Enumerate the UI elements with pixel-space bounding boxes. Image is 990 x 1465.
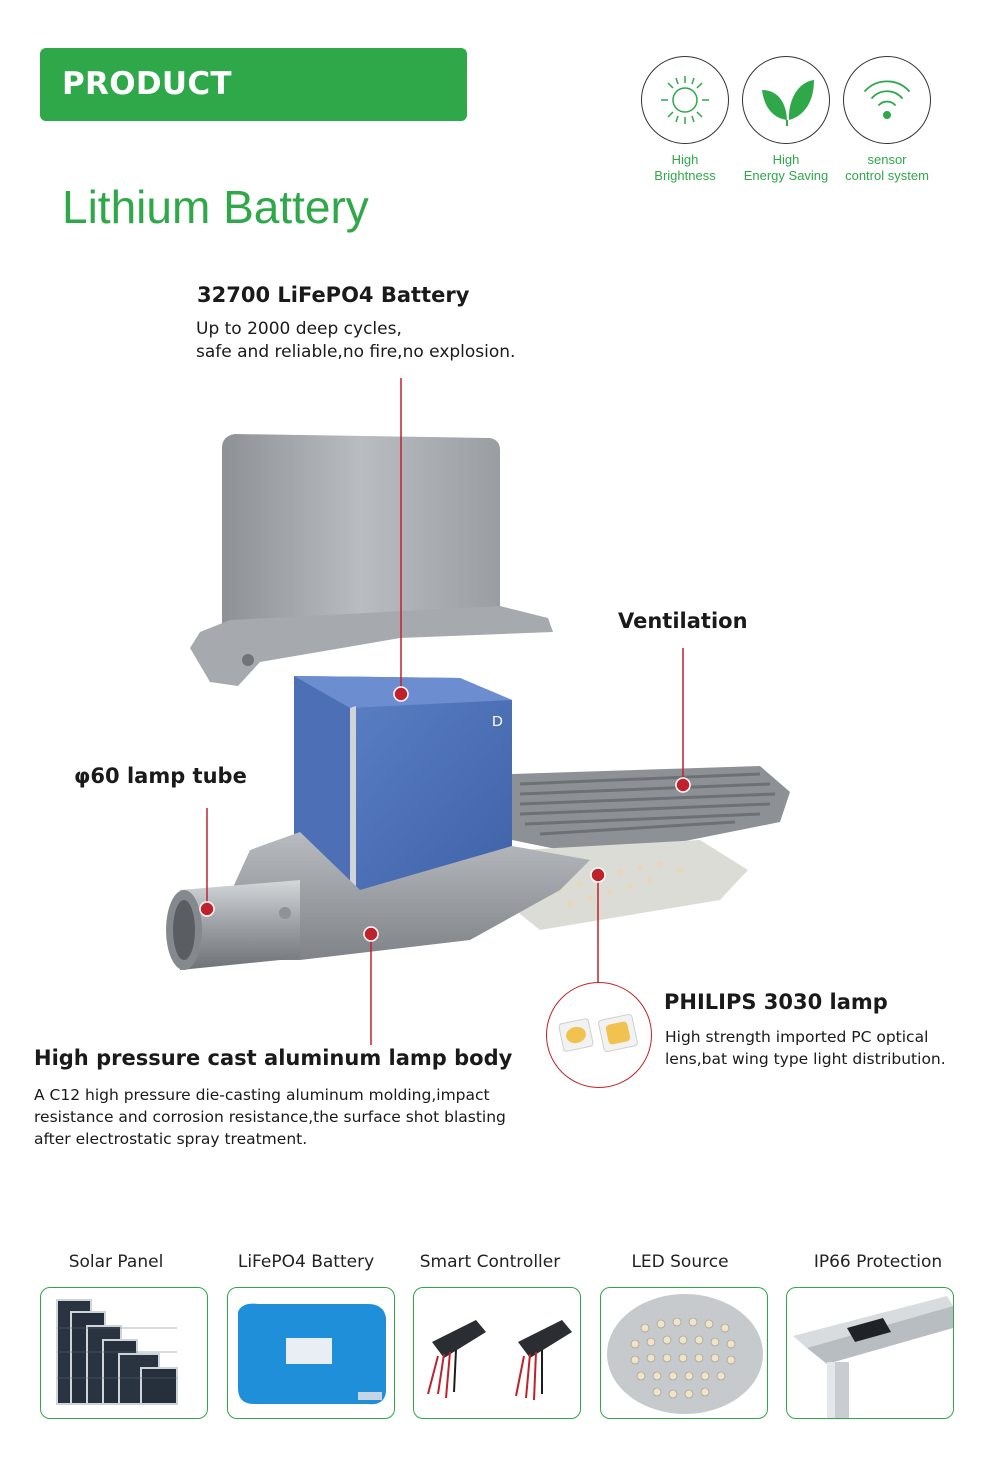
battery-desc-line: Up to 2000 deep cycles, (196, 319, 402, 339)
battery-description: Up to 2000 deep cycles, safe and reliabl… (196, 318, 515, 364)
feature-label: High (671, 152, 699, 167)
battery-pack-icon (238, 1303, 386, 1405)
leaf-icon (742, 56, 830, 144)
feature-label: High (772, 152, 800, 167)
battery-cover (190, 434, 553, 686)
feature-label: Brightness (654, 168, 716, 183)
lamp-desc-line: lens,bat wing type light distribution. (665, 1050, 946, 1068)
battery-desc-line: safe and reliable,no fire,no explosion. (196, 342, 516, 362)
controller-icon (427, 1320, 572, 1401)
street-light-exploded-illustration: D (166, 378, 790, 1045)
product-card-solar-panel (40, 1287, 208, 1419)
product-label-led-source: LED Source (631, 1252, 729, 1272)
lamp-body-description: A C12 high pressure die-casting aluminum… (34, 1084, 506, 1150)
feature-label: sensor (867, 152, 907, 167)
lamp-tube-title: φ60 lamp tube (74, 764, 247, 788)
street-light-icon (793, 1296, 953, 1418)
product-card-ip66 (786, 1287, 954, 1419)
sun-icon (641, 56, 729, 144)
product-label-solar-panel: Solar Panel (68, 1252, 164, 1272)
body-desc-line: resistance and corrosion resistance,the … (34, 1108, 506, 1126)
feature-label: Energy Saving (743, 168, 829, 183)
philips-lamp-title: PHILIPS 3030 lamp (664, 990, 888, 1014)
product-card-battery (227, 1287, 395, 1419)
battery-title: 32700 LiFePO4 Battery (197, 283, 470, 307)
led-chip-icon (546, 982, 652, 1088)
philips-lamp-description: High strength imported PC optical lens,b… (665, 1026, 946, 1070)
product-label-ip66: IP66 Protection (813, 1252, 943, 1272)
product-label-battery: LiFePO4 Battery (237, 1252, 375, 1272)
solar-panel-icon (56, 1299, 178, 1405)
page-title: Lithium Battery (62, 181, 369, 233)
feature-label: control system (845, 168, 929, 183)
body-desc-line: after electrostatic spray treatment. (34, 1130, 308, 1148)
body-desc-line: A C12 high pressure die-casting aluminum… (34, 1086, 490, 1104)
wifi-sensor-icon (843, 56, 931, 144)
section-badge: PRODUCT DESCRIPTION (40, 48, 467, 175)
product-card-controller (413, 1287, 581, 1419)
product-card-led-source (600, 1287, 768, 1419)
lamp-head (512, 766, 790, 930)
battery-box-letter: D (492, 713, 503, 730)
ventilation-title: Ventilation (618, 609, 748, 633)
lamp-desc-line: High strength imported PC optical (665, 1028, 929, 1046)
lamp-tube (166, 880, 300, 970)
led-board-icon (607, 1294, 763, 1414)
lamp-body-title: High pressure cast aluminum lamp body (34, 1046, 513, 1070)
product-label-controller: Smart Controller (419, 1252, 561, 1272)
